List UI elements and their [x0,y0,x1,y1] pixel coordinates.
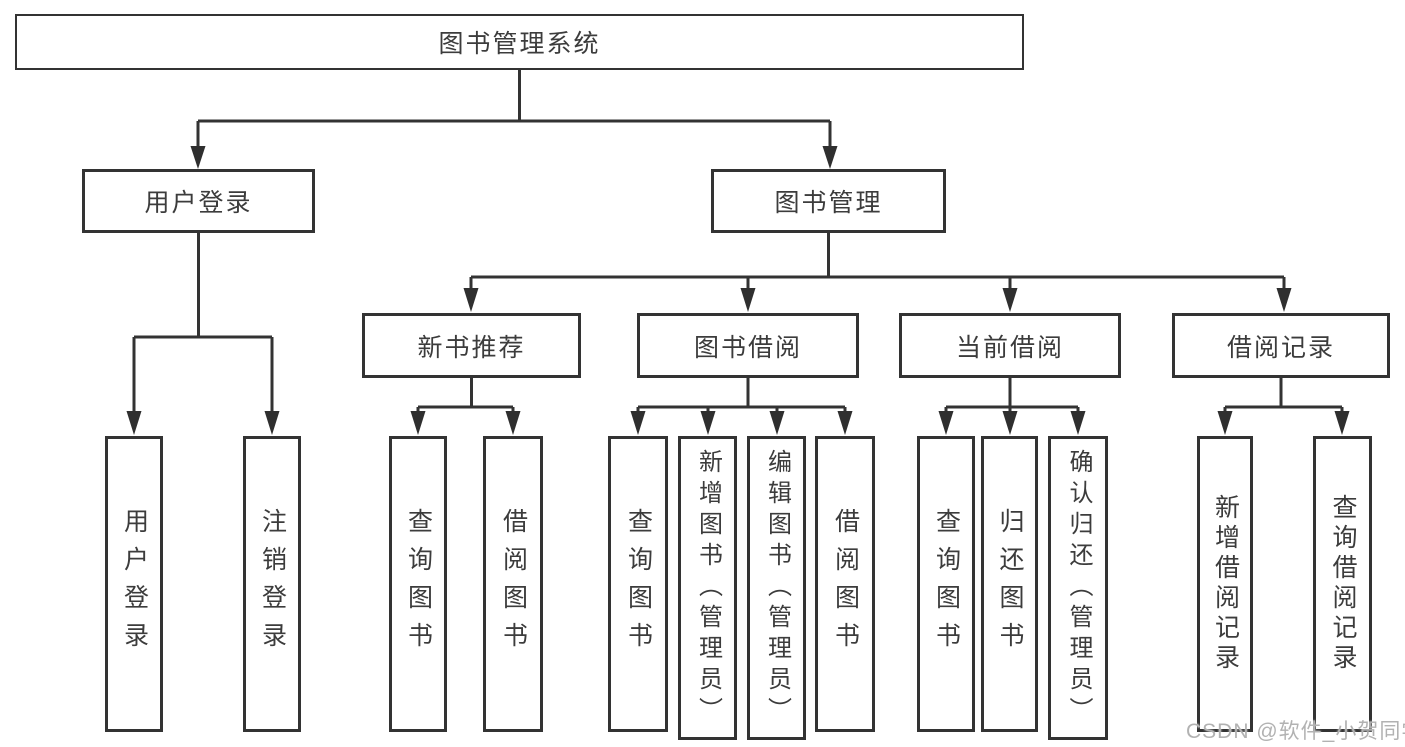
leaf-query-books-recommend: 查询图书 [389,436,447,732]
node-borrow-records-label: 借阅记录 [1226,333,1335,362]
connector-current-borrow-children [944,378,1080,412]
leaf-add-book-admin: 新增图书（管理员） [678,436,737,740]
leaf-logout-label: 注销登录 [258,508,287,660]
node-book-borrow-label: 图书借阅 [693,333,802,362]
connector-user-login-children [132,233,274,413]
csdn-watermark: CSDN @软件_小贺同学 [1186,720,1405,743]
leaf-add-borrow-record: 新增借阅记录 [1197,436,1253,732]
leaf-logout: 注销登录 [243,436,301,732]
leaf-borrow-books: 借阅图书 [815,436,875,732]
leaf-borrow-books-recommend: 借阅图书 [483,436,543,732]
connector-borrow-records-children [1223,378,1344,412]
leaf-query-books-recommend-label: 查询图书 [404,508,433,660]
node-current-borrow: 当前借阅 [899,313,1121,378]
leaf-edit-book-admin-label: 编辑图书（管理员） [763,448,791,728]
node-new-book-recommend-label: 新书推荐 [417,333,526,362]
leaf-add-borrow-record-label: 新增借阅记录 [1211,494,1240,674]
node-book-management-label: 图书管理 [774,189,883,217]
connector-book-borrow-children [636,378,847,412]
leaf-query-books-current: 查询图书 [917,436,975,732]
leaf-query-borrow-record: 查询借阅记录 [1313,436,1372,732]
node-root-label: 图书管理系统 [438,30,601,58]
leaf-query-books-borrow-label: 查询图书 [624,508,653,660]
leaf-user-login: 用户登录 [105,436,163,732]
leaf-query-books-current-label: 查询图书 [932,508,961,660]
leaf-query-borrow-record-label: 查询借阅记录 [1329,494,1357,674]
leaf-edit-book-admin: 编辑图书（管理员） [747,436,806,740]
node-new-book-recommend: 新书推荐 [362,313,581,378]
arrowheads-user-login-children [126,411,280,435]
arrowheads-level4 [410,411,1350,435]
leaf-confirm-return-admin: 确认归还（管理员） [1048,436,1108,740]
node-user-login: 用户登录 [82,169,315,233]
connector-root-to-level2 [196,70,832,148]
leaf-user-login-label: 用户登录 [120,508,149,660]
leaf-add-book-admin-label: 新增图书（管理员） [694,448,722,728]
node-current-borrow-label: 当前借阅 [955,333,1064,362]
node-book-borrow: 图书借阅 [637,313,859,378]
leaf-confirm-return-admin-label: 确认归还（管理员） [1065,448,1092,728]
connector-new-book-children [416,378,515,412]
arrowheads-level3 [463,288,1292,312]
leaf-return-book: 归还图书 [981,436,1038,732]
node-root: 图书管理系统 [15,14,1024,70]
node-user-login-label: 用户登录 [144,189,253,217]
connector-book-management-children [469,233,1286,289]
leaf-borrow-books-recommend-label: 借阅图书 [499,508,528,660]
leaf-query-books-borrow: 查询图书 [608,436,668,732]
node-borrow-records: 借阅记录 [1172,313,1390,378]
arrowheads-level2 [190,146,838,169]
leaf-borrow-books-label: 借阅图书 [831,508,860,660]
leaf-return-book-label: 归还图书 [996,508,1024,660]
node-book-management: 图书管理 [711,169,946,233]
